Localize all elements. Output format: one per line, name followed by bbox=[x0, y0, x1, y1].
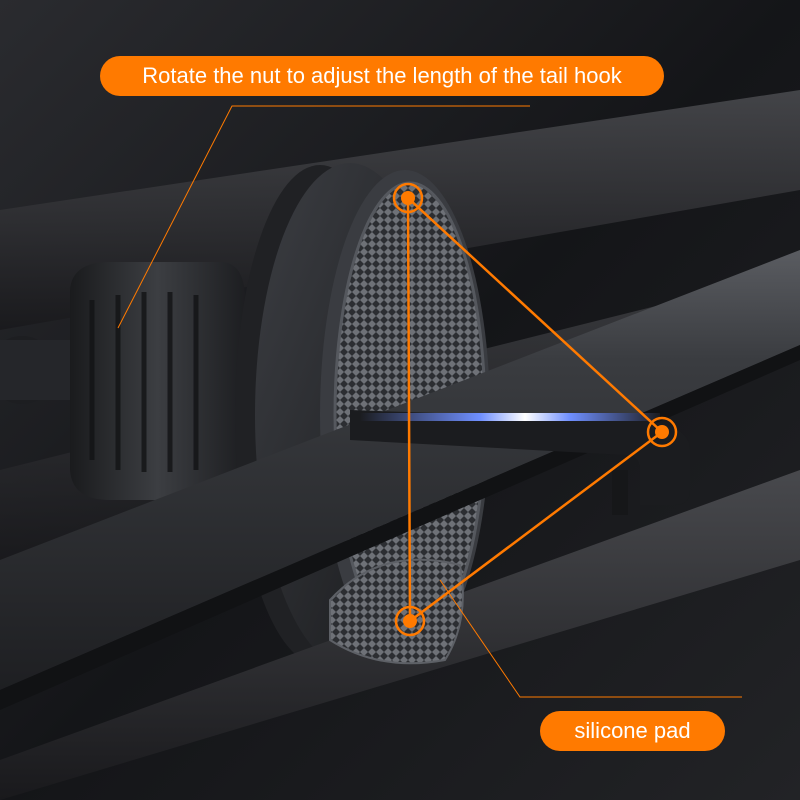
pivot-point-icon bbox=[646, 416, 678, 448]
nut-callout-label: Rotate the nut to adjust the length of t… bbox=[100, 56, 664, 96]
pivot-triangle bbox=[406, 195, 664, 624]
silicone-pad bbox=[329, 558, 464, 665]
tail-hook bbox=[350, 410, 690, 515]
callout-leader-lines bbox=[117, 105, 742, 698]
pivot-point-icon bbox=[394, 605, 426, 637]
pad-callout-label: silicone pad bbox=[540, 711, 725, 751]
pivot-point-icon bbox=[392, 182, 424, 214]
adjustment-nut bbox=[70, 262, 245, 500]
